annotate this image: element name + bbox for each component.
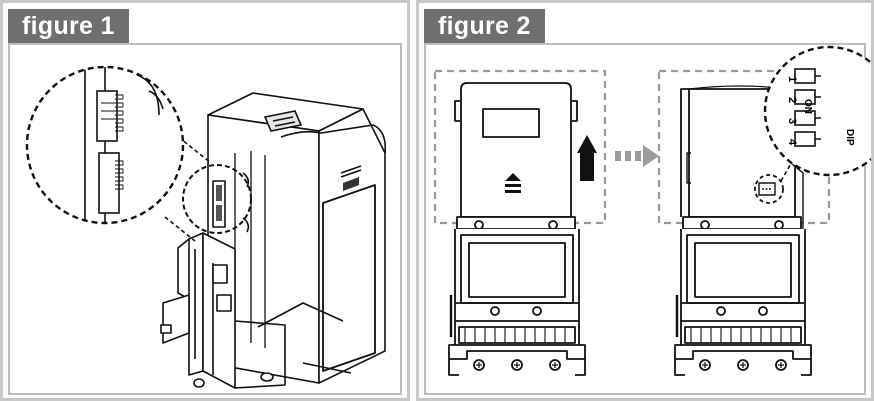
figure-1-panel: figure 1 (0, 0, 410, 401)
dip-title-label: DIP (844, 129, 855, 146)
magnified-dip-callout (25, 65, 185, 225)
dip-on-label: ON (802, 99, 813, 114)
dip-position-1: 1 (786, 75, 799, 83)
figure-2-illustration (433, 45, 871, 376)
dip-position-4: 4 (786, 138, 799, 146)
figure-2-panel: figure 2 (416, 0, 874, 401)
figure-1-frame (8, 43, 402, 395)
cover-release-icon (505, 173, 521, 193)
dip-switch-location (212, 172, 250, 233)
figure-2-frame (424, 43, 866, 395)
slide-up-arrow (577, 135, 597, 181)
dip-position-2: 2 (786, 96, 799, 104)
next-step-arrow (615, 145, 659, 167)
figure-2-label: figure 2 (424, 9, 545, 43)
validator-closed (448, 82, 586, 376)
mounting-rail (160, 232, 352, 389)
bill-validator-body (207, 92, 387, 384)
dip-switch-callout (763, 45, 871, 177)
figure-1-illustration (25, 65, 387, 389)
dip-position-3: 3 (786, 117, 799, 125)
figure-1-label: figure 1 (8, 9, 129, 43)
